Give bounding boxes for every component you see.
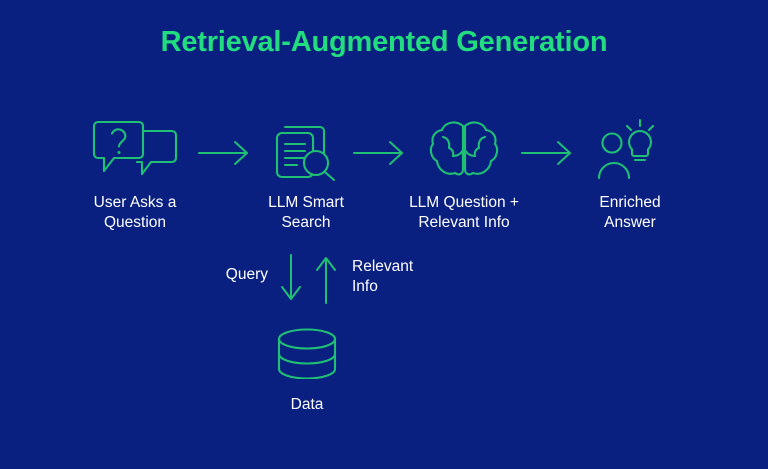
database-cylinder-icon bbox=[276, 325, 338, 381]
person-lightbulb-icon bbox=[598, 115, 662, 183]
loop-label-relevant: Relevant Info bbox=[352, 258, 414, 295]
stage-label: LLM Question + Relevant Info bbox=[409, 194, 519, 231]
loop-label-query: Query bbox=[225, 266, 268, 283]
datastore-label: Data bbox=[290, 396, 324, 413]
stage-label: LLM Smart Search bbox=[268, 194, 344, 231]
arrow-down-icon bbox=[281, 254, 301, 300]
arrow-right-icon bbox=[352, 139, 412, 167]
stage-enriched-answer[interactable]: Enriched Answer bbox=[555, 115, 705, 233]
arrow-up-icon bbox=[316, 257, 336, 304]
arrow-right-icon bbox=[520, 139, 580, 167]
stage-llm-context[interactable]: LLM Question + Relevant Info bbox=[389, 115, 539, 233]
stage-label: User Asks a Question bbox=[93, 194, 177, 231]
arrow-right-icon bbox=[197, 139, 257, 167]
stage-smart-search[interactable]: LLM Smart Search bbox=[231, 115, 381, 233]
stage-label: Enriched Answer bbox=[599, 194, 661, 231]
speech-bubbles-question-icon bbox=[89, 115, 181, 183]
page-title: Retrieval-Augmented Generation bbox=[160, 26, 608, 58]
document-magnifier-icon bbox=[271, 115, 341, 183]
retrieval-loop-arrows bbox=[276, 253, 342, 305]
stage-user-question[interactable]: User Asks a Question bbox=[60, 115, 210, 233]
stage-datastore[interactable]: Data bbox=[232, 325, 382, 415]
brain-icon bbox=[427, 115, 501, 183]
